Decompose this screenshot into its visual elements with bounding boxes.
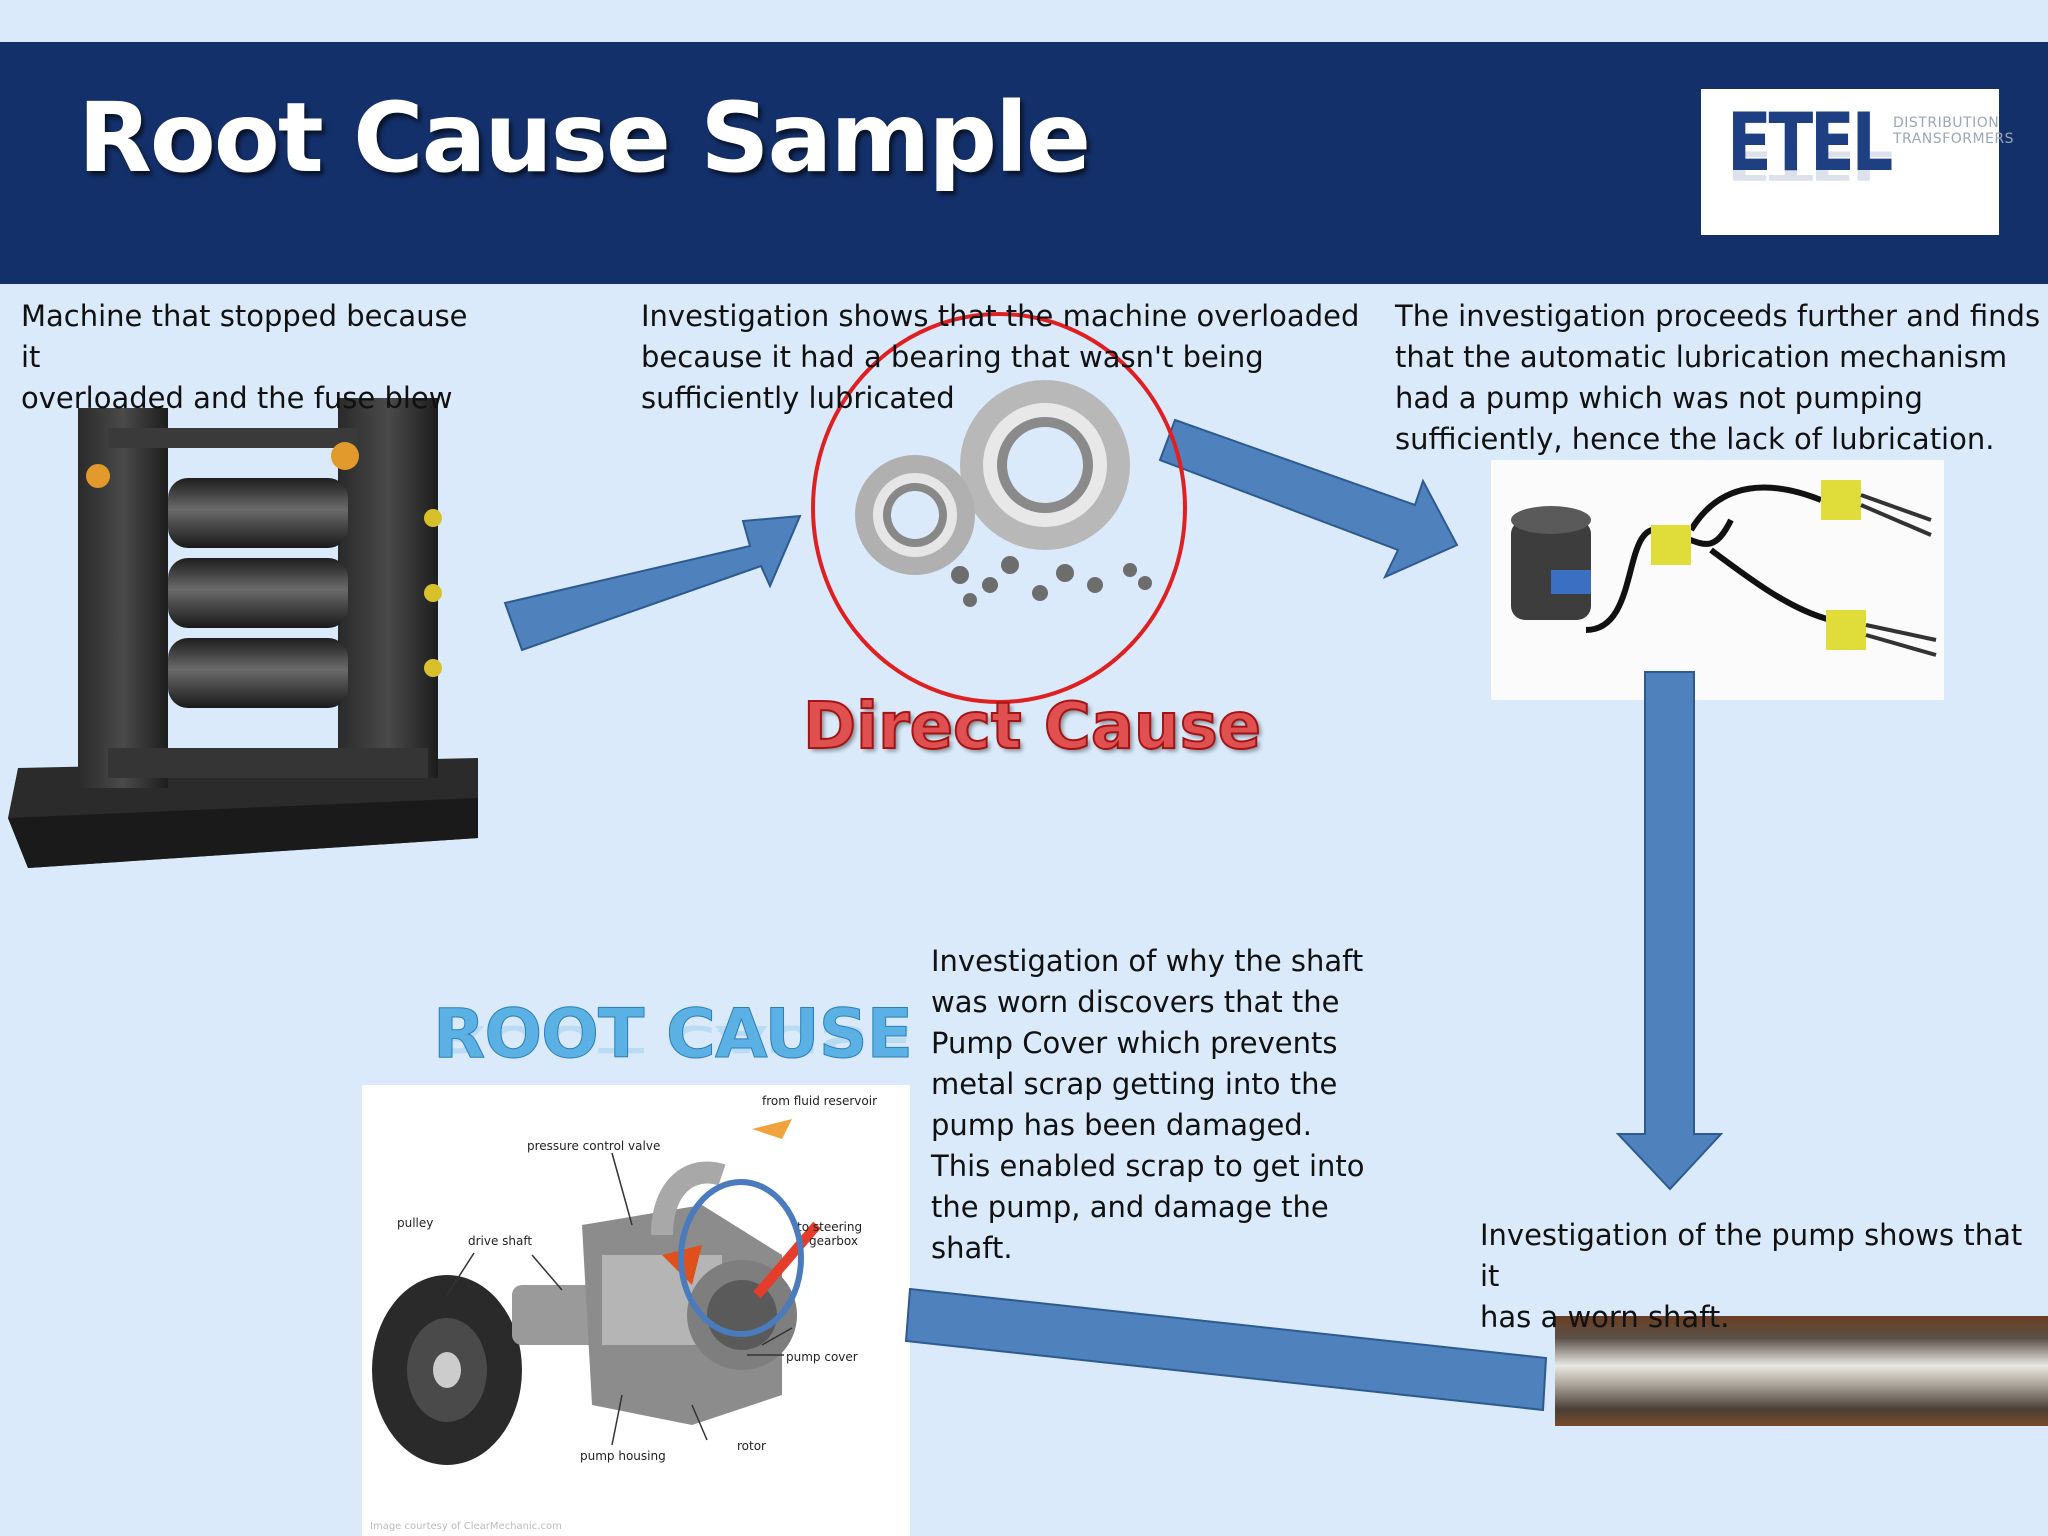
- logo-subtitle-line2: TRANSFORMERS: [1893, 131, 2014, 147]
- label-pulley: pulley: [397, 1216, 433, 1230]
- step-machine-text: Machine that stopped because it overload…: [21, 299, 468, 415]
- label-rotor: rotor: [737, 1439, 766, 1453]
- lubrication-system-image: [1491, 460, 1944, 700]
- pump-diagram: from fluid reservoir pressure control va…: [362, 1085, 910, 1536]
- direct-cause-highlight-circle: [811, 312, 1187, 704]
- title-bar: Root Cause Sample ETEL ETEL DISTRIBUTION…: [0, 42, 2048, 284]
- label-to-steering: to steering: [797, 1220, 862, 1234]
- root-cause-highlight-circle: [678, 1179, 804, 1337]
- ball-bearing-image: [855, 380, 1152, 607]
- logo-subtitle: DISTRIBUTION TRANSFORMERS: [1893, 115, 2014, 147]
- etel-logo: ETEL ETEL DISTRIBUTION TRANSFORMERS: [1701, 89, 2014, 235]
- pump-diagram-drawing: from fluid reservoir pressure control va…: [370, 1094, 877, 1532]
- step-lubrication-text: The investigation proceeds further and f…: [1395, 299, 2041, 456]
- label-gearbox: gearbox: [809, 1234, 858, 1248]
- label-drive-shaft: drive shaft: [468, 1234, 532, 1248]
- step-bearing-text: Investigation shows that the machine ove…: [641, 299, 1360, 415]
- direct-cause-label: Direct Cause: [802, 689, 1262, 765]
- worn-shaft-image: [1555, 1316, 2048, 1426]
- step-pump-text: Investigation of the pump shows that it …: [1480, 1218, 2023, 1334]
- label-pressure-control-valve: pressure control valve: [527, 1139, 660, 1153]
- label-pump-cover: pump cover: [786, 1350, 858, 1364]
- step-cover-text: Investigation of why the shaft was worn …: [931, 944, 1365, 1265]
- arrow-lubrication-to-pump: [1615, 671, 1724, 1191]
- slide-title: Root Cause Sample: [78, 82, 1091, 194]
- arrow-machine-to-bearing: [503, 514, 802, 652]
- logo-mark: ETEL: [1727, 96, 1893, 189]
- label-pump-housing: pump housing: [580, 1449, 666, 1463]
- arrow-bearing-to-lubrication: [1158, 418, 1459, 580]
- logo-subtitle-line1: DISTRIBUTION: [1893, 115, 2000, 131]
- image-credit: Image courtesy of ClearMechanic.com: [370, 1521, 562, 1532]
- rolling-mill-machine-image: [8, 398, 478, 868]
- arrow-pump-to-cover: [904, 1287, 1548, 1412]
- label-from-fluid-reservoir: from fluid reservoir: [762, 1094, 877, 1108]
- root-cause-label: ROOT CAUSE: [432, 995, 913, 1075]
